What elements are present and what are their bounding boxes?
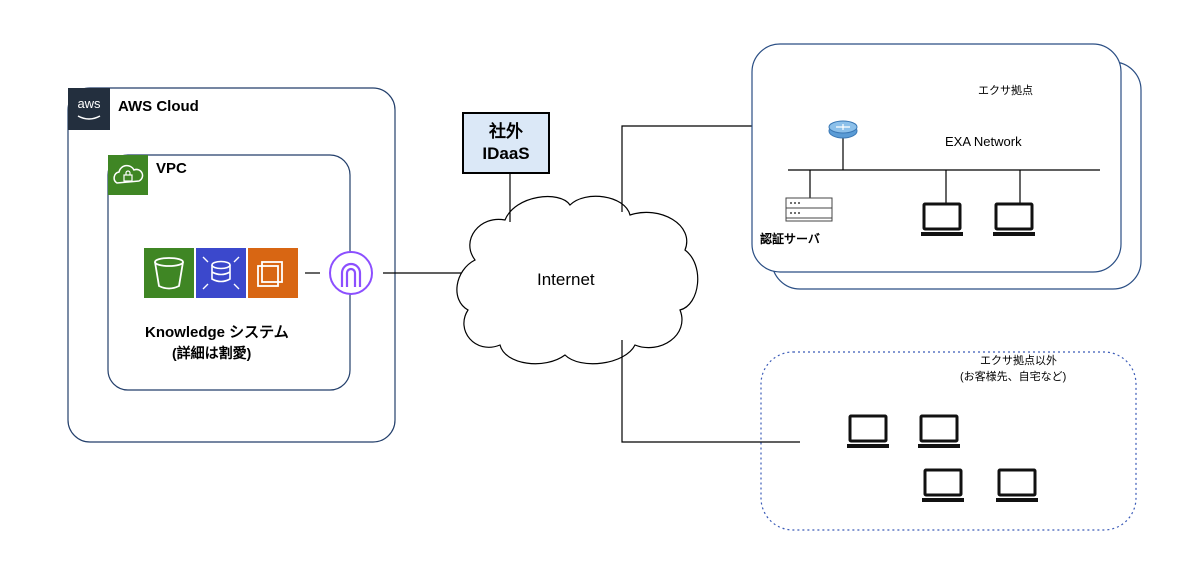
- exa-site-label: エクサ拠点: [978, 85, 1033, 97]
- internet-other-link: [621, 340, 800, 443]
- system-name: Knowledge システム: [145, 324, 289, 341]
- vpc-group: [107, 154, 351, 391]
- aws-cloud-group: aws: [67, 87, 396, 443]
- auth-server-label: 認証サーバ: [760, 232, 820, 246]
- exa-site-group: [751, 43, 1142, 290]
- other-site-note: (お客様先、自宅など): [960, 371, 1067, 383]
- internet-gateway-icon: [329, 251, 373, 295]
- exa-network-bus: [788, 138, 1100, 204]
- rds-database-icon: [196, 248, 246, 298]
- internet-cloud: [456, 195, 699, 365]
- laptop-icon: [916, 414, 962, 450]
- ec2-instance-icon: [248, 248, 298, 298]
- laptop-icon: [845, 414, 891, 450]
- vpc-title: VPC: [156, 160, 187, 177]
- svg-text:aws: aws: [77, 96, 101, 111]
- s3-bucket-icon: [144, 248, 194, 298]
- laptop-icon: [994, 468, 1040, 504]
- idaas-line1: 社外: [489, 122, 523, 141]
- internet-label: Internet: [537, 270, 595, 289]
- laptop-icon: [920, 468, 966, 504]
- vpc-lock-cloud-icon: [108, 155, 148, 195]
- aws-cloud-title: AWS Cloud: [118, 98, 199, 115]
- router-icon: [828, 120, 858, 139]
- aws-logo-icon: aws: [68, 88, 110, 130]
- exa-network-label: EXA Network: [945, 134, 1022, 149]
- idaas-line2: IDaaS: [482, 144, 530, 163]
- idaas-box: 社外 IDaaS: [462, 112, 550, 174]
- server-icon: [785, 197, 833, 222]
- system-note: (詳細は割愛): [172, 345, 252, 361]
- other-site-group: [760, 351, 1137, 531]
- other-site-title: エクサ拠点以外: [980, 355, 1057, 367]
